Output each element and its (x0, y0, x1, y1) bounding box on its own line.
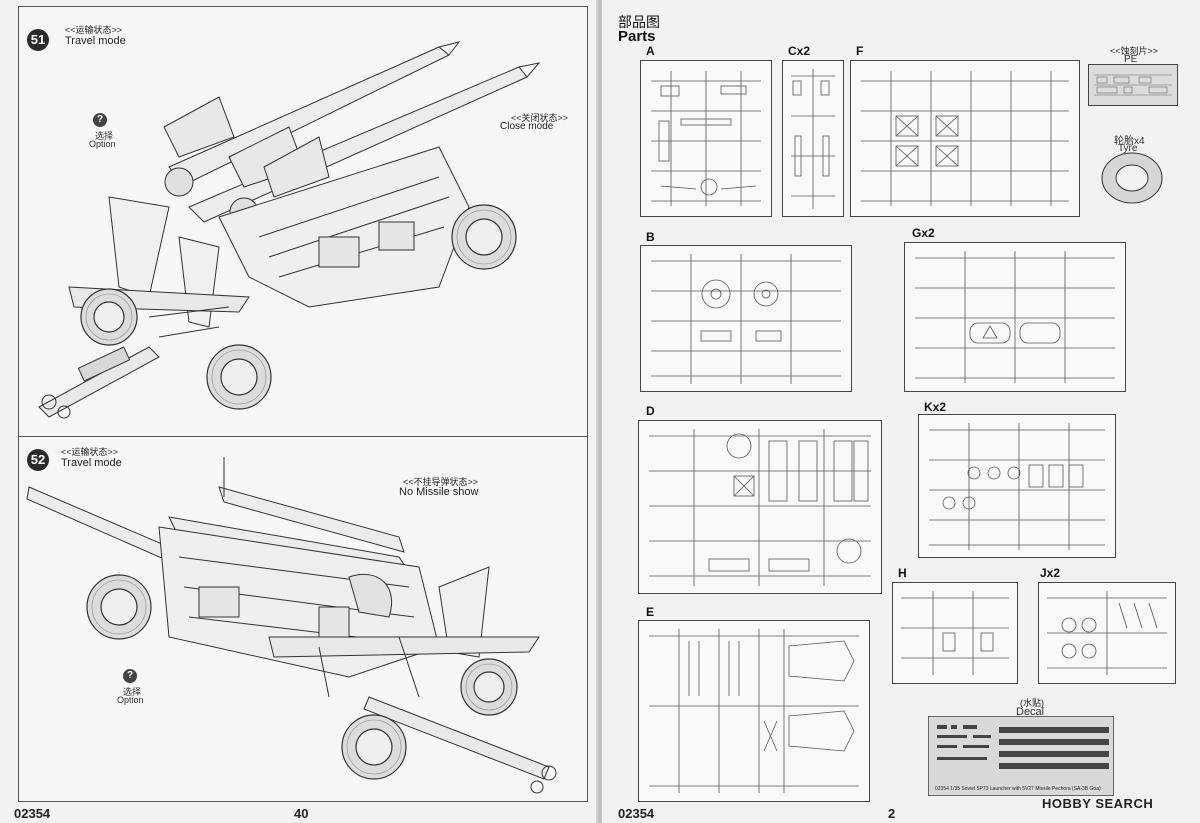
step-number-badge: 52 (27, 449, 49, 471)
page-number: 2 (888, 806, 896, 821)
tyre-cn-label: 轮胎x4 (1114, 136, 1145, 147)
sprue-a (640, 60, 772, 217)
catalog-code: 02354 (618, 806, 655, 821)
sprue-label-h: H (898, 566, 907, 580)
callout-en-label: Close mode (500, 121, 554, 132)
step-cn-title: <<运输状态>> (65, 25, 123, 35)
launcher-no-missile-drawing (26, 457, 557, 794)
catalog-code: 02354 (14, 806, 51, 821)
sprue-label-b: B (646, 230, 655, 244)
step-en-title: Travel mode (61, 457, 122, 469)
sprue-e (638, 620, 870, 802)
right-page: 部品图 Parts A Cx2 F <<蚀刻片>> (602, 0, 1200, 823)
sprue-label-j: Jx2 (1040, 566, 1061, 580)
tyre-en-label: Tyre (1118, 143, 1138, 154)
launcher-travel-mode-drawing (38, 41, 541, 419)
decal-caption: 02354 1/35 Soviet 5P73 Launcher with 5V2… (935, 786, 1101, 792)
sprue-k (918, 414, 1116, 558)
book-gutter (596, 0, 604, 823)
option-en-label: Option (89, 139, 116, 149)
option-en-label: Option (117, 695, 144, 705)
sprue-f (850, 60, 1080, 217)
tyre-drawing (1101, 152, 1163, 204)
sprue-g (904, 242, 1126, 392)
step-51-panel: 51 <<运输状态>> Travel mode ? 选择 Option <<关闭… (18, 6, 588, 438)
sprue-b (640, 245, 852, 392)
sprue-label-e: E (646, 605, 655, 619)
option-cn-label: 选择 (95, 131, 114, 141)
decal-en-label: Decal (1016, 706, 1045, 718)
sprue-label-k: Kx2 (924, 400, 947, 414)
callout-en-label: No Missile show (399, 486, 479, 498)
pe-en-label: PE (1124, 54, 1138, 65)
step-52-panel: 52 <<运输状态>> Travel mode <<不挂导弹状态>> No Mi… (18, 436, 588, 802)
sprue-c (782, 60, 844, 217)
sprue-d (638, 420, 882, 594)
pe-cn-label: <<蚀刻片>> (1110, 46, 1159, 56)
option-cn-label: 选择 (123, 687, 142, 697)
callout-cn-label: <<关闭状态>> (511, 113, 569, 123)
question-icon: ? (123, 669, 137, 683)
parts-title-cn: 部品图 (618, 14, 660, 30)
left-page: 51 <<运输状态>> Travel mode ? 选择 Option <<关闭… (0, 0, 598, 823)
sprue-label-a: A (646, 44, 655, 58)
watermark-brand: HOBBY SEARCH (1042, 796, 1154, 811)
sprue-label-c: Cx2 (788, 44, 811, 58)
decal-cn-label: (水贴) (1020, 698, 1044, 708)
step-cn-title: <<运输状态>> (61, 447, 119, 457)
parts-title-en: Parts (618, 28, 656, 45)
sprue-h (892, 582, 1018, 684)
sprue-j (1038, 582, 1176, 684)
page-number: 40 (294, 806, 309, 821)
question-icon: ? (93, 113, 107, 127)
callout-cn-label: <<不挂导弹状态>> (403, 477, 479, 487)
sprue-label-d: D (646, 404, 655, 418)
photo-etch-sheet (1088, 64, 1178, 106)
decal-sheet: 02354 1/35 Soviet 5P73 Launcher with 5V2… (928, 716, 1114, 796)
step-en-title: Travel mode (65, 35, 126, 47)
sprue-label-g: Gx2 (912, 226, 935, 240)
sprue-label-f: F (856, 44, 864, 58)
step-number-badge: 51 (27, 29, 49, 51)
